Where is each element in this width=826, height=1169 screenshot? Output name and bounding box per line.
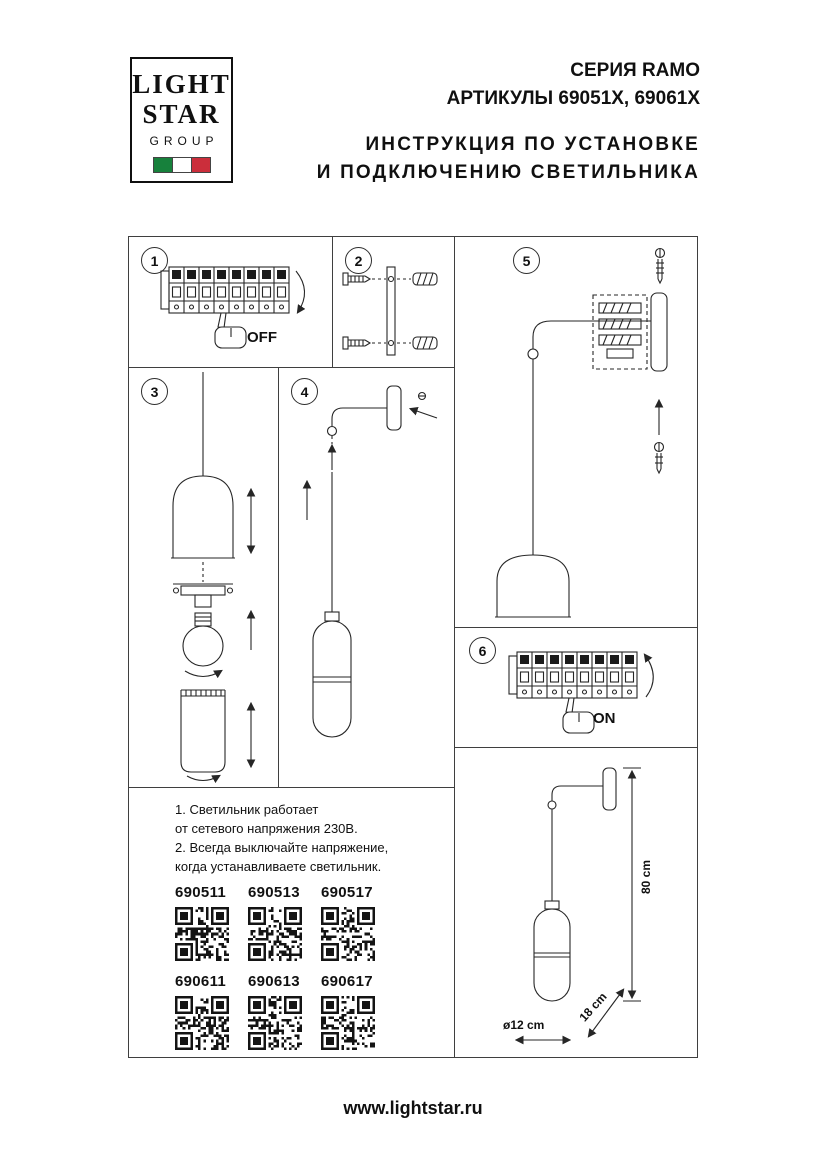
- step-1-panel: 1 OFF: [128, 236, 333, 368]
- pointing-hand-icon: [214, 312, 247, 349]
- circuit-breaker-off-diagram: [160, 266, 306, 349]
- qr-code: [321, 996, 375, 1051]
- qr-code: [175, 996, 229, 1051]
- note-line: 1. Светильник работает: [175, 802, 319, 817]
- note-line: от сетевого напряжения 230В.: [175, 820, 358, 836]
- note-line: когда устанавливаете светильник.: [175, 858, 382, 874]
- step-number-text: 5: [522, 252, 531, 269]
- qr-code: [248, 907, 302, 962]
- header-block: СЕРИЯ RAMO АРТИКУЛЫ 69051X, 69061X ИНСТР…: [317, 57, 700, 187]
- step-3-number: 3: [141, 378, 168, 405]
- articles-row-2: 690611 690613 690617: [175, 973, 454, 1051]
- circuit-breaker-on-diagram: [508, 651, 654, 734]
- instruction-title-line2: И ПОДКЛЮЧЕНИЮ СВЕТИЛЬНИКА: [316, 162, 700, 183]
- step-number-text: 4: [300, 383, 309, 400]
- logo-word-light: LIGHT: [132, 69, 231, 99]
- step-4-panel: 4: [278, 367, 455, 788]
- step-4-number: 4: [291, 378, 318, 405]
- articles-row-1: 690511 690513 690517: [175, 884, 454, 962]
- article-number: 690517: [321, 884, 373, 902]
- qr-code: [321, 907, 375, 962]
- wall-mount-diagram: [495, 247, 668, 618]
- website-url: www.lightstar.ru: [343, 1098, 483, 1118]
- series-title: СЕРИЯ RAMO: [570, 60, 700, 81]
- on-label: ON: [593, 710, 616, 727]
- step-5-number: 5: [513, 247, 540, 274]
- dimensions-panel: 80 cm 18 cm ø12 cm: [454, 747, 698, 1058]
- article-column: 690511: [175, 884, 248, 962]
- height-dimension-label: 80 cm: [639, 859, 653, 895]
- step-6-panel: 6 ON: [454, 627, 698, 748]
- off-label: OFF: [247, 329, 277, 346]
- logo-word-group: GROUP: [149, 134, 219, 148]
- article-column: 690611: [175, 973, 248, 1051]
- article-number: 690611: [175, 973, 227, 991]
- mounting-hardware-diagram: [342, 266, 438, 356]
- pointing-hand-icon: [562, 697, 595, 734]
- step-3-panel: 3: [128, 367, 279, 788]
- flag-red-stripe: [191, 158, 210, 172]
- article-number: 690513: [248, 884, 300, 902]
- step-6-number: 6: [469, 637, 496, 664]
- breaker-toggle-row: [520, 655, 634, 664]
- article-column: 690617: [321, 973, 394, 1051]
- notes-panel: 1. Светильник работает от сетевого напря…: [128, 787, 455, 1058]
- logo-word-star: STAR: [142, 99, 221, 129]
- assembly-sequence-diagram: [171, 372, 256, 784]
- italian-flag-icon: [152, 157, 211, 173]
- article-number: 690511: [175, 884, 227, 902]
- breaker-toggle-row: [172, 270, 286, 279]
- article-number: 690617: [321, 973, 373, 991]
- qr-code: [248, 996, 302, 1051]
- flag-green-stripe: [153, 158, 172, 172]
- final-lamp-diagram: [514, 767, 641, 1045]
- diameter-dimension-label: ø12 cm: [503, 1018, 545, 1032]
- safety-notes: 1. Светильник работает от сетевого напря…: [175, 801, 454, 876]
- qr-code: [175, 907, 229, 962]
- step-number-text: 2: [354, 252, 363, 269]
- flag-white-stripe: [171, 158, 192, 172]
- step-number-text: 1: [150, 252, 159, 269]
- step-2-panel: 2: [332, 236, 455, 368]
- note-line: 2. Всегда выключайте напряжение,: [175, 839, 389, 855]
- article-column: 690517: [321, 884, 394, 962]
- article-column: 690613: [248, 973, 321, 1051]
- step-5-panel: 5: [454, 236, 698, 628]
- article-column: 690513: [248, 884, 321, 962]
- lightstar-logo: LIGHT STAR GROUP: [130, 57, 233, 183]
- switch-up-arrow: [643, 653, 654, 698]
- step-1-number: 1: [141, 247, 168, 274]
- articles-line: АРТИКУЛЫ 69051X, 69061X: [446, 88, 700, 109]
- pendant-install-diagram: [302, 385, 438, 738]
- step-2-number: 2: [345, 247, 372, 274]
- instruction-title-line1: ИНСТРУКЦИЯ ПО УСТАНОВКЕ: [365, 134, 700, 155]
- article-number: 690613: [248, 973, 300, 991]
- switch-down-arrow: [295, 270, 306, 314]
- step-number-text: 6: [478, 642, 487, 659]
- step-number-text: 3: [150, 383, 159, 400]
